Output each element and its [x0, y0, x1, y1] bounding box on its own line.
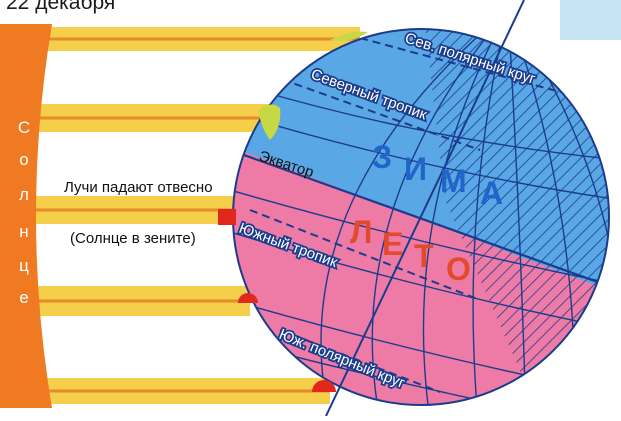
sun-letter: ц	[19, 256, 29, 275]
summer-label: Л Е Т О	[350, 214, 471, 287]
earth-axis	[325, 0, 525, 417]
corner-tint	[560, 0, 621, 40]
sun-label: С о л н ц е	[18, 118, 30, 307]
sun-ray	[30, 196, 235, 224]
tropic-of-capricorn-line	[249, 209, 481, 301]
sun-letter: е	[19, 288, 28, 307]
winter-label: З И М А	[372, 139, 503, 211]
sun-angle-marker	[312, 380, 336, 392]
summer-letter: Л	[350, 214, 372, 250]
sun-ray	[30, 378, 330, 404]
winter-letter: И	[404, 151, 427, 187]
rays-note-line1: Лучи падают отвесно	[64, 179, 213, 196]
summer-letter: Е	[382, 226, 403, 262]
winter-letter: З	[372, 139, 392, 175]
equator-line	[233, 148, 609, 292]
summer-letter: О	[446, 251, 471, 287]
lit-spot	[258, 104, 281, 140]
zenith-marker	[218, 209, 236, 225]
south-polar-circle-line	[279, 329, 441, 393]
sun-letter: н	[19, 222, 28, 241]
sun-letter: о	[19, 150, 28, 169]
date-title: 22 декабря	[6, 0, 115, 14]
sun-ray	[30, 286, 250, 316]
lit-spot	[330, 31, 368, 41]
sun-letter: С	[18, 118, 30, 137]
rays-note-line2: (Солнце в зените)	[70, 230, 196, 247]
sun-letter: л	[19, 185, 29, 204]
summer-letter: Т	[414, 238, 434, 274]
sun-angle-marker	[238, 293, 258, 303]
winter-letter: М	[440, 163, 467, 199]
tropic-of-cancer-line	[269, 74, 481, 151]
north-polar-circle-line	[359, 37, 591, 101]
sun-rays	[30, 27, 360, 404]
sun-ray	[30, 27, 360, 51]
sun-shape	[0, 24, 52, 408]
winter-letter: А	[480, 175, 503, 211]
sun-ray	[30, 104, 280, 132]
